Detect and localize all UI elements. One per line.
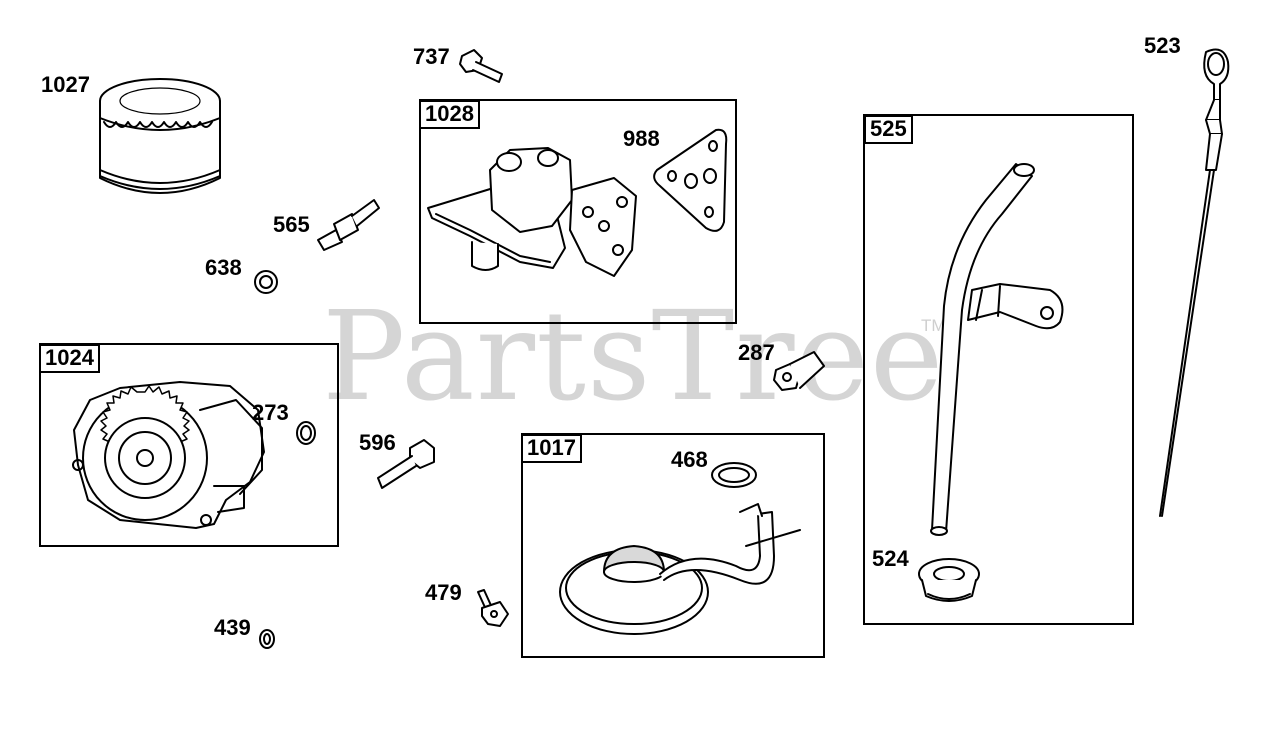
oil-pump-housing-part[interactable] [427,147,637,277]
oil-pump-gear-part[interactable] [72,381,265,529]
bolt-737-part[interactable] [459,49,503,83]
oring-468-part[interactable] [711,462,757,488]
callout-737[interactable]: 737 [413,44,450,69]
callout-524[interactable]: 524 [872,546,909,571]
box-label-525[interactable]: 525 [864,115,913,144]
callout-638[interactable]: 638 [205,255,242,280]
callout-523[interactable]: 523 [1144,33,1181,58]
callout-565[interactable]: 565 [273,212,310,237]
assembly-box-1028 [419,99,737,324]
callout-479[interactable]: 479 [425,580,462,605]
oil-filter-part[interactable] [99,78,221,194]
box-label-1028[interactable]: 1028 [419,100,480,129]
callout-439[interactable]: 439 [214,615,251,640]
gasket-988-part[interactable] [653,128,728,232]
assembly-box-1017 [521,433,825,658]
partstree-watermark: PartsTree [322,285,945,429]
oil-pickup-part[interactable] [559,503,801,635]
callout-273[interactable]: 273 [252,400,289,425]
grommet-524-part[interactable] [918,558,980,602]
washer-439-part[interactable] [259,629,275,649]
dipstick-tube-part[interactable] [930,163,1064,536]
dipstick-part[interactable] [1159,48,1230,517]
oring-273-part[interactable] [296,421,316,445]
box-label-1024[interactable]: 1024 [39,344,100,373]
trademark-mark: TM [921,316,946,335]
callout-287[interactable]: 287 [738,340,775,365]
bolt-479-part[interactable] [477,589,509,627]
bolt-596-part[interactable] [377,439,435,489]
assembly-box-525 [863,114,1134,625]
ring-638-part[interactable] [254,270,278,294]
assembly-box-1024 [39,343,339,547]
callout-988[interactable]: 988 [623,126,660,151]
callout-596[interactable]: 596 [359,430,396,455]
callout-468[interactable]: 468 [671,447,708,472]
nut-287-part[interactable] [773,351,825,391]
callout-1027[interactable]: 1027 [41,72,90,97]
box-label-1017[interactable]: 1017 [521,434,582,463]
fitting-565-part[interactable] [317,199,380,251]
